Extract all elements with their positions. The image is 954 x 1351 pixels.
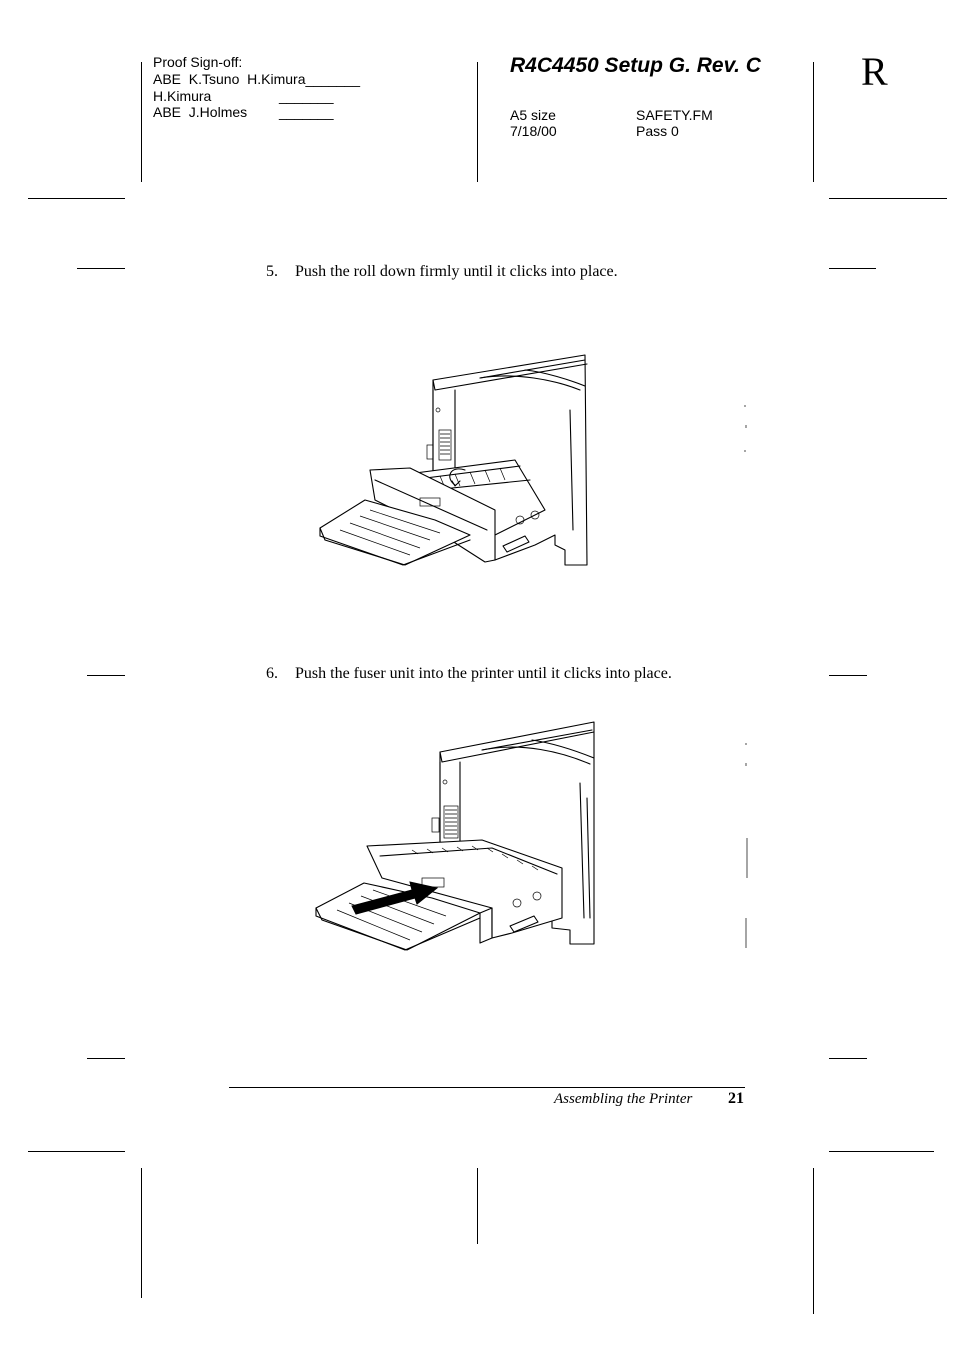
- document-title: R4C4450 Setup G. Rev. C: [510, 54, 761, 77]
- signoff-row-2-name: H.Kimura: [153, 88, 212, 104]
- page-number: 21: [728, 1090, 744, 1107]
- footer-section-title: Assembling the Printer: [554, 1091, 693, 1107]
- page-size: A5 size: [510, 107, 556, 123]
- crop-mark: [813, 1168, 814, 1314]
- pass-number: Pass 0: [636, 123, 679, 139]
- revision-date: 7/18/00: [510, 123, 557, 139]
- footer-rule: [229, 1087, 745, 1088]
- crop-mark: [28, 198, 125, 199]
- step-6: 6. Push the fuser unit into the printer u…: [266, 665, 672, 683]
- crop-mark: [829, 675, 867, 676]
- signoff-row-2-blank: _______: [279, 88, 334, 104]
- step-number: 5.: [266, 263, 278, 280]
- step-text: Push the roll down firmly until it click…: [295, 263, 618, 280]
- crop-mark: [141, 1168, 142, 1298]
- step-text: Push the fuser unit into the printer unt…: [295, 665, 672, 682]
- crop-mark: [77, 268, 125, 269]
- printer-roll-illustration: [319, 354, 747, 566]
- crop-mark: [87, 675, 125, 676]
- fuser-push-illustration: [315, 721, 748, 951]
- crop-mark: [28, 1151, 125, 1152]
- crop-mark: [87, 1058, 125, 1059]
- step-5: 5. Push the roll down firmly until it cli…: [266, 263, 618, 281]
- crop-mark: [829, 198, 947, 199]
- file-name: SAFETY.FM: [636, 107, 713, 123]
- crop-mark: [477, 62, 478, 182]
- crop-mark: [829, 1058, 867, 1059]
- crop-mark: [477, 1168, 478, 1244]
- proof-signoff-label: Proof Sign-off:: [153, 54, 243, 70]
- crop-mark: [829, 268, 876, 269]
- signoff-row-1: ABE K.Tsuno H.Kimura_______: [153, 71, 361, 87]
- corner-mark: R: [861, 49, 888, 94]
- step-number: 6.: [266, 665, 278, 682]
- signoff-row-3-name: ABE J.Holmes: [153, 104, 248, 120]
- crop-mark: [141, 62, 142, 182]
- crop-mark: [813, 62, 814, 182]
- crop-mark: [829, 1151, 934, 1152]
- signoff-row-3-blank: _______: [279, 104, 334, 120]
